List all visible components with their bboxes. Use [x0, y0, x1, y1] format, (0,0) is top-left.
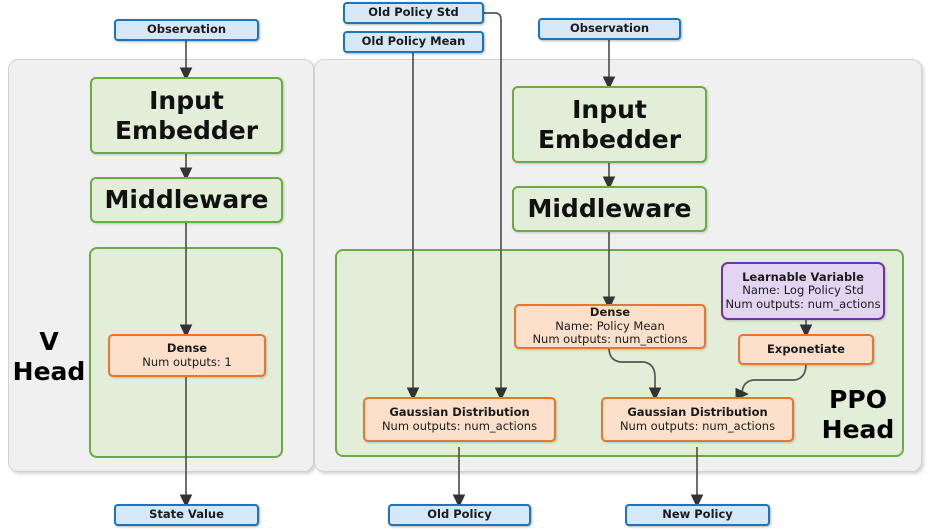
output-new-policy-label: New Policy: [662, 507, 733, 522]
ppo-head-dense-policy-mean[interactable]: Dense Name: Policy Mean Num outputs: num…: [514, 304, 706, 349]
ppo-head-exponetiate[interactable]: Exponetiate: [738, 334, 874, 365]
v-head-label: V Head: [10, 327, 88, 386]
v-head-input-embedder[interactable]: Input Embedder: [90, 77, 283, 154]
output-old-policy[interactable]: Old Policy: [388, 504, 531, 526]
input-observation-left[interactable]: Observation: [114, 19, 259, 41]
v-head-middleware[interactable]: Middleware: [90, 177, 283, 223]
gaussian-old-title: Gaussian Distribution: [389, 404, 530, 419]
input-observation-right[interactable]: Observation: [538, 18, 681, 40]
input-observation-left-label: Observation: [146, 22, 227, 37]
v-head-dense-title: Dense: [166, 340, 208, 355]
input-old-policy-std[interactable]: Old Policy Std: [343, 2, 484, 24]
v-head-dense[interactable]: Dense Num outputs: 1: [108, 334, 266, 377]
ppo-head-input-embedder-label: Input Embedder: [537, 95, 682, 154]
output-old-policy-label: Old Policy: [427, 507, 492, 522]
ppo-head-input-embedder[interactable]: Input Embedder: [512, 86, 707, 163]
v-head-input-embedder-label: Input Embedder: [114, 86, 259, 145]
ppo-head-gaussian-old[interactable]: Gaussian Distribution Num outputs: num_a…: [363, 397, 556, 442]
ppo-head-learnable-variable[interactable]: Learnable Variable Name: Log Policy Std …: [721, 262, 885, 320]
learnable-variable-title: Learnable Variable: [742, 269, 864, 284]
ppo-head-middleware-label: Middleware: [527, 194, 692, 224]
gaussian-new-num-outputs: Num outputs: num_actions: [619, 418, 776, 433]
input-observation-right-label: Observation: [569, 21, 650, 36]
exponetiate-title: Exponetiate: [767, 341, 845, 356]
ppo-head-middleware[interactable]: Middleware: [512, 186, 707, 232]
input-old-policy-mean-label: Old Policy Mean: [361, 34, 466, 49]
ppo-head-dense-name: Name: Policy Mean: [555, 318, 665, 333]
output-new-policy[interactable]: New Policy: [625, 504, 770, 526]
gaussian-old-num-outputs: Num outputs: num_actions: [381, 418, 538, 433]
learnable-variable-num-outputs: Num outputs: num_actions: [725, 296, 881, 311]
ppo-head-dense-num-outputs: Num outputs: num_actions: [532, 332, 688, 347]
ppo-head-label-line1: PPO: [829, 385, 887, 414]
ppo-head-label-line2: Head: [821, 414, 895, 444]
v-head-label-line1: V: [39, 327, 59, 356]
gaussian-new-title: Gaussian Distribution: [627, 404, 768, 419]
v-head-dense-num-outputs: Num outputs: 1: [142, 354, 232, 369]
v-head-middleware-label: Middleware: [104, 185, 269, 215]
output-state-value[interactable]: State Value: [114, 504, 259, 526]
ppo-head-label: PPO Head: [812, 385, 904, 444]
input-old-policy-std-label: Old Policy Std: [368, 5, 459, 20]
ppo-head-dense-title: Dense: [589, 305, 631, 320]
v-head-label-line2: Head: [12, 356, 86, 386]
input-old-policy-mean[interactable]: Old Policy Mean: [343, 31, 484, 53]
ppo-head-gaussian-new[interactable]: Gaussian Distribution Num outputs: num_a…: [601, 397, 794, 442]
output-state-value-label: State Value: [149, 507, 224, 522]
learnable-variable-name: Name: Log Policy Std: [742, 283, 864, 298]
